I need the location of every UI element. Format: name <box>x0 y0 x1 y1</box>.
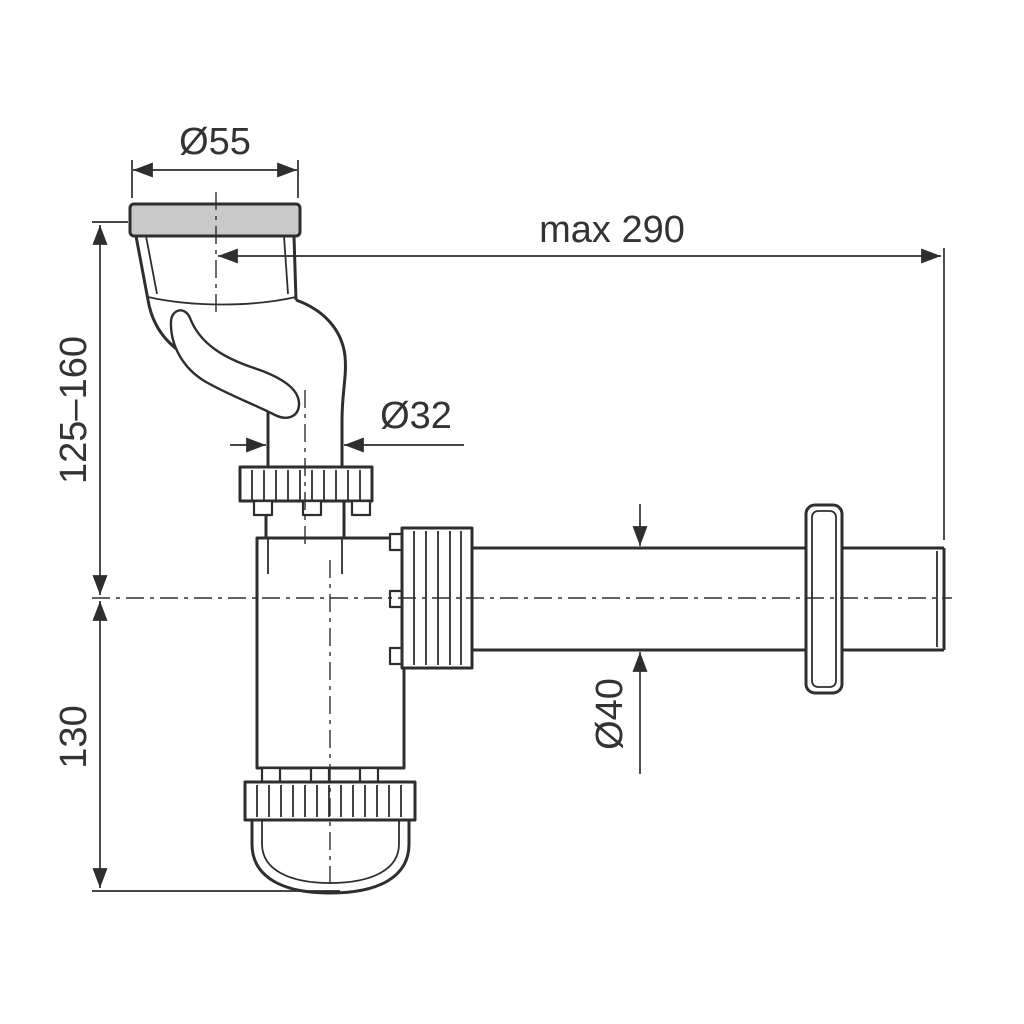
dimension-label-inlet-height-range: 125–160 <box>53 336 95 484</box>
dimension-label-outlet-pipe-diameter: Ø40 <box>589 678 631 750</box>
upper-nut-tooth <box>252 499 274 517</box>
bottom-nut-tooth <box>309 766 331 784</box>
centerlines <box>92 192 952 900</box>
cup-inner-wall-right <box>283 235 289 295</box>
dimension-label-outlet-max-length: max 290 <box>539 209 685 251</box>
dim-extension-lines <box>131 160 299 198</box>
cup-bottom-line <box>147 296 297 306</box>
flange-inner <box>811 510 837 688</box>
gasket-seal <box>128 202 302 238</box>
dimension-label-inlet-pipe-diameter: Ø32 <box>380 395 452 437</box>
bottom-nut-ribs <box>256 785 402 817</box>
cup-wall-left <box>134 235 150 301</box>
union-tooth <box>388 646 404 666</box>
inlet-cup <box>128 202 302 306</box>
bend-outer-right <box>295 298 347 467</box>
bottom-nut-tooth <box>358 766 380 784</box>
bend-inner-slot <box>169 309 301 419</box>
upper-union-nut <box>238 465 374 538</box>
upper-nut-ribs <box>251 470 361 501</box>
dimension-inlet-pipe-diameter: Ø32 <box>230 395 464 453</box>
union-tooth <box>388 532 404 552</box>
body-inlet-detail <box>267 538 343 574</box>
dimension-outlet-pipe-diameter: Ø40 <box>589 504 648 774</box>
dimension-label-inlet-diameter: Ø55 <box>179 121 251 163</box>
cup-inner-wall-left <box>145 235 158 295</box>
upper-nut-tooth <box>301 499 323 517</box>
upper-nut-body <box>238 465 374 503</box>
dimension-inlet-height-range: 125–160 <box>53 221 128 595</box>
dimension-inlet-diameter: Ø55 <box>131 121 299 198</box>
wall-flange <box>804 503 844 695</box>
offset-bend-pipe <box>146 298 347 467</box>
cup-wall-right <box>292 235 298 301</box>
outlet-pipe <box>472 546 946 652</box>
dimension-label-trap-depth: 130 <box>53 705 95 768</box>
upper-nut-tooth <box>350 499 372 517</box>
flange-outer <box>804 503 844 695</box>
bottom-nut-tooth <box>260 766 282 784</box>
dimension-outlet-max-length: max 290 <box>218 209 945 540</box>
dimension-trap-depth: 130 <box>53 601 340 892</box>
union-tooth <box>388 589 404 609</box>
